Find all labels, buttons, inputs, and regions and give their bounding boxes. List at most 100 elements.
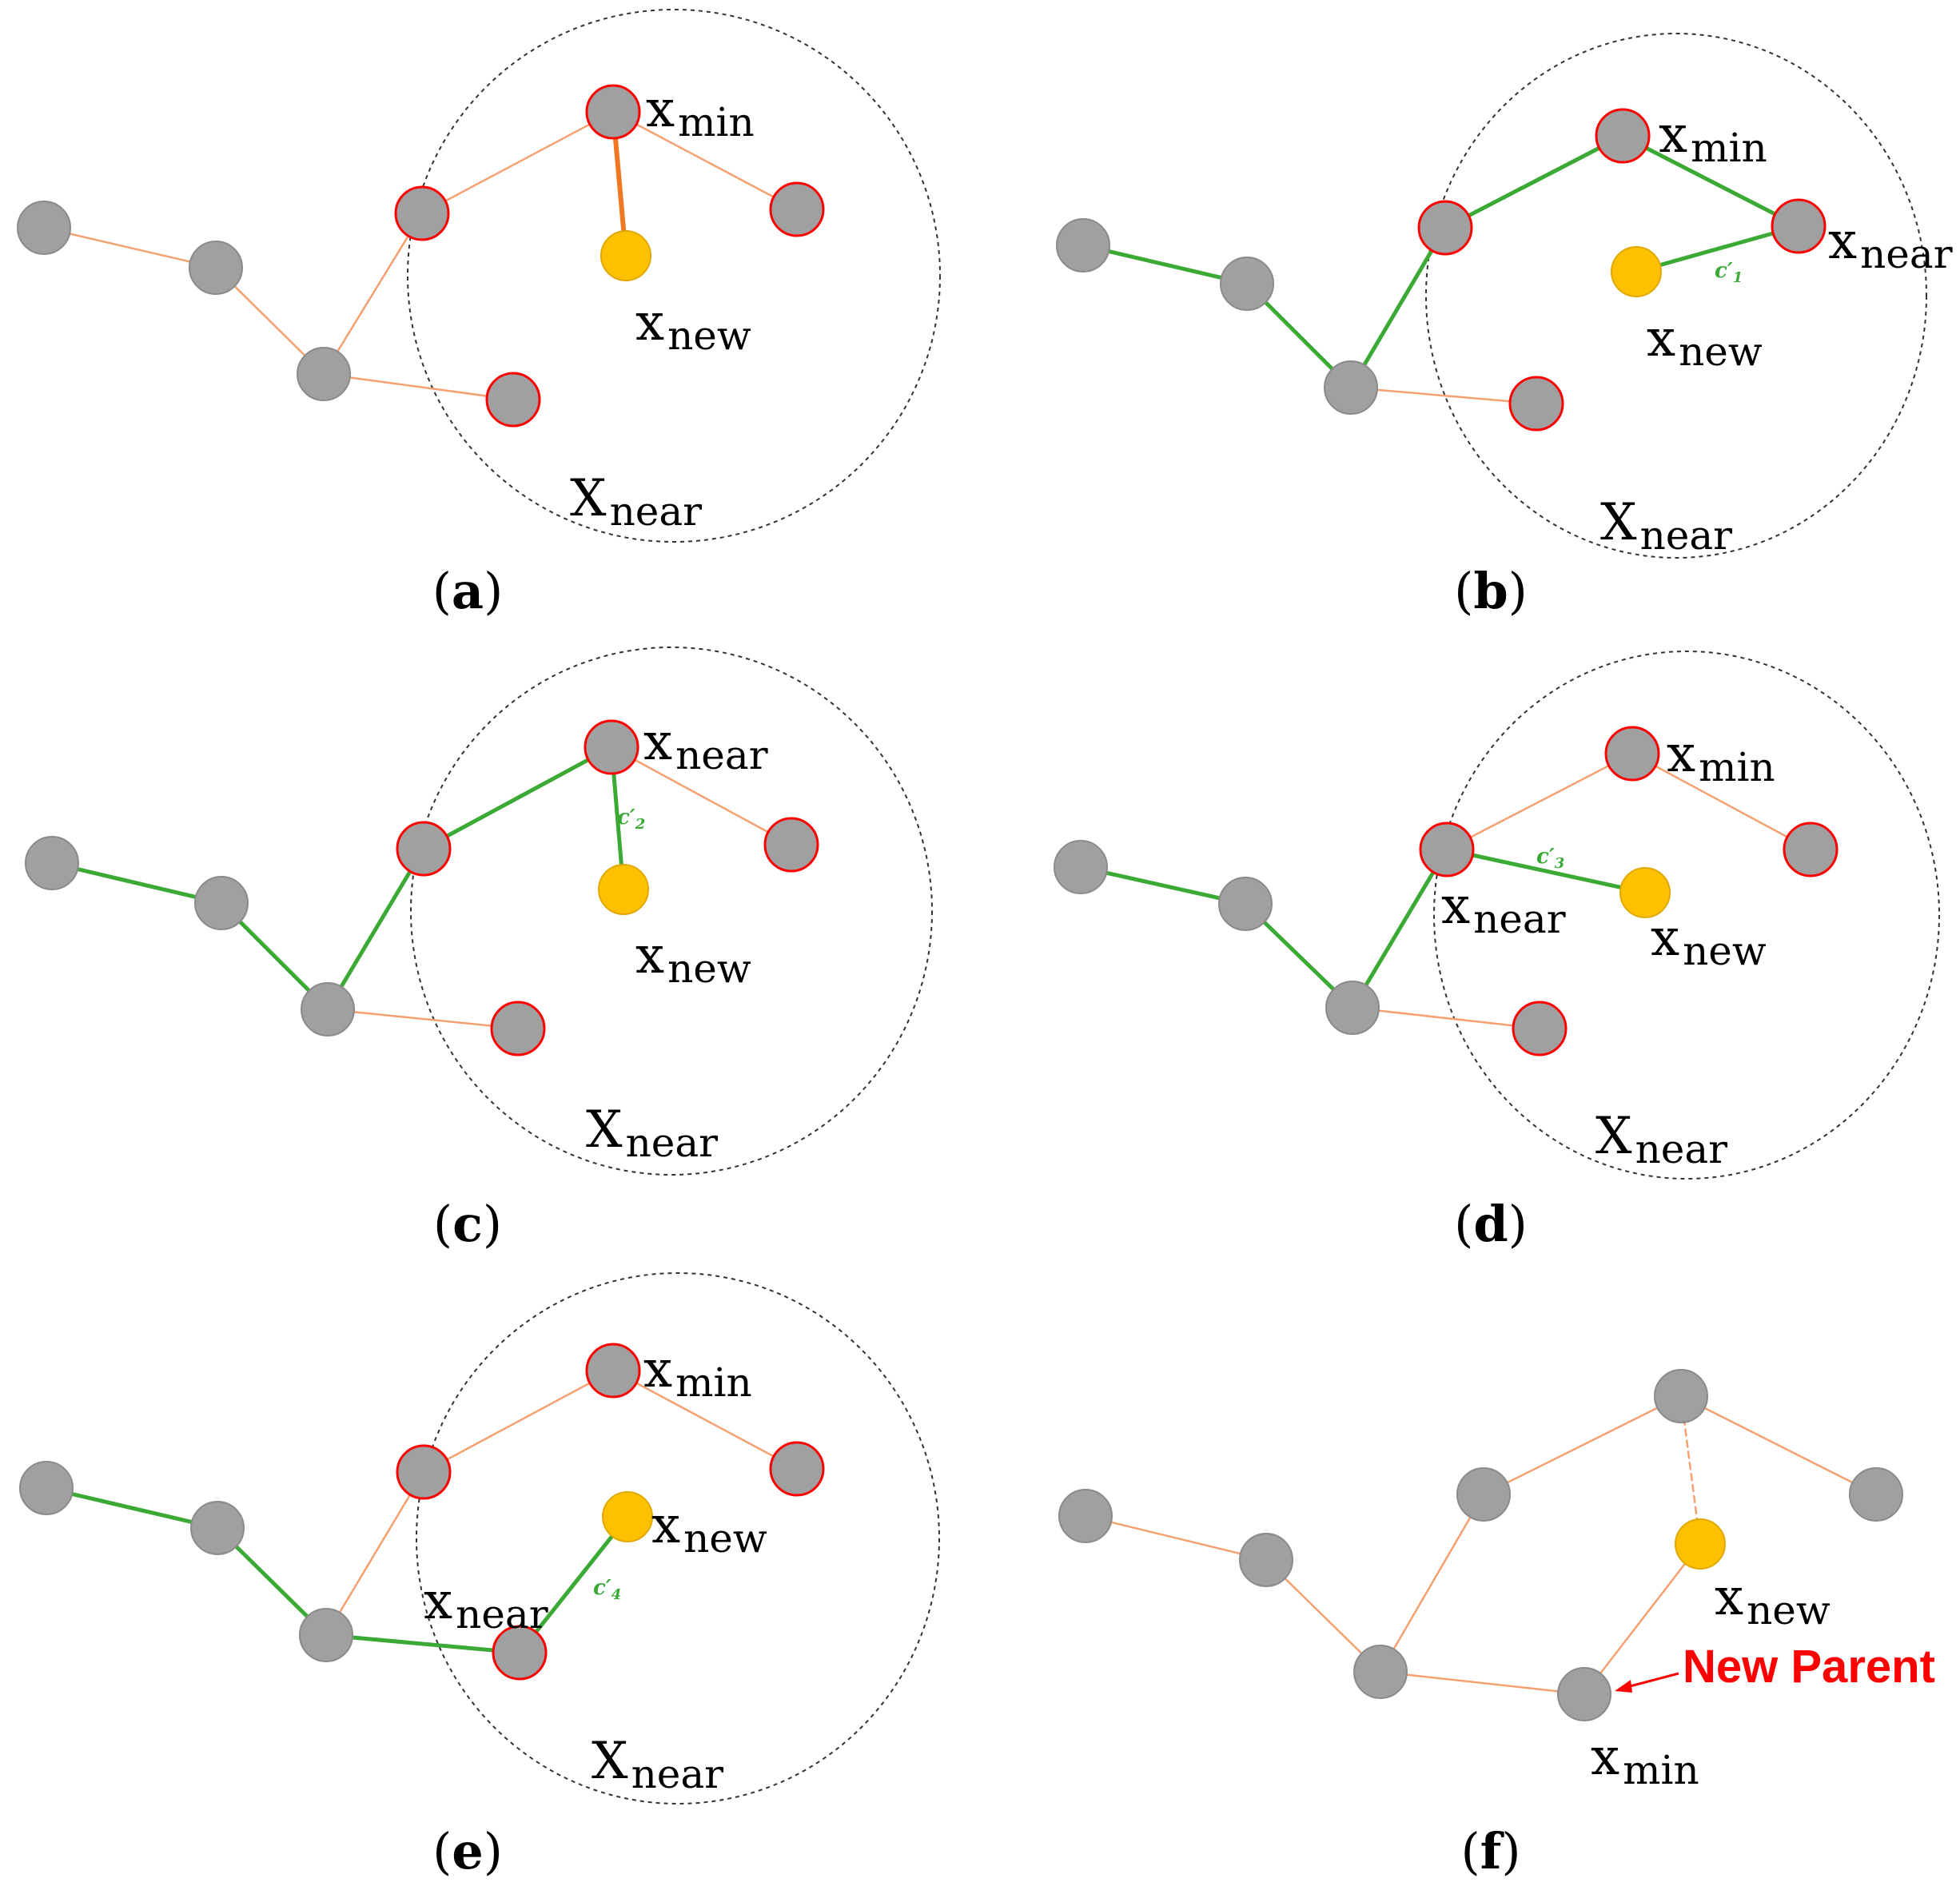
tree-node-c: [301, 982, 355, 1037]
caption-d: (d): [1454, 1195, 1528, 1253]
tree-node-d: [1325, 981, 1380, 1035]
tree-node-b: [1220, 257, 1274, 311]
tree-node-a: [297, 347, 351, 401]
label-x-new-a: xnew: [635, 293, 751, 359]
label-x-new-e: xnew: [651, 1496, 767, 1562]
label-X-near-a: Xnear: [570, 469, 702, 535]
path-edge-e: [517, 1514, 630, 1655]
label-x-new-d: xnew: [1651, 909, 1767, 974]
near-node-b: [1508, 376, 1564, 432]
caption-a: (a): [432, 562, 504, 620]
cost-label-d: c′3: [1536, 845, 1564, 872]
near-node-c: [490, 1001, 546, 1056]
path-edge-d: [1444, 847, 1647, 895]
tree-node-b: [1324, 360, 1378, 415]
caption-c: (c): [432, 1195, 503, 1253]
label-X-near-d: Xnear: [1595, 1107, 1727, 1172]
new-node-f: [1675, 1518, 1726, 1570]
near-node-e: [396, 1444, 452, 1500]
tree-node-b: [1056, 218, 1110, 273]
tree-edge-e: [612, 1369, 799, 1470]
tree-node-c: [25, 836, 79, 890]
cost-label-e: c′4: [593, 1576, 621, 1603]
label-x-min-e: xmin: [643, 1340, 752, 1406]
path-edge-d: [1350, 847, 1449, 1010]
path-edge-b: [1620, 133, 1801, 229]
path-edge-e: [44, 1486, 220, 1530]
label-x-new-c: xnew: [635, 926, 751, 992]
path-edge-b: [1348, 225, 1448, 390]
caption-f: (f): [1460, 1822, 1521, 1880]
label-x-min-b: xmin: [1659, 105, 1767, 171]
tree-node-f: [1849, 1467, 1903, 1522]
near-node-b: [1595, 108, 1651, 164]
label-X-near-c: Xnear: [586, 1100, 718, 1166]
tree-node-a: [189, 241, 243, 295]
tree-edge-f: [1379, 1493, 1485, 1673]
tree-node-e: [19, 1461, 74, 1515]
tree-edge-d: [1351, 1006, 1541, 1030]
tree-edge-c: [610, 746, 793, 846]
tree-node-e: [299, 1608, 353, 1662]
tree-node-f: [1654, 1369, 1708, 1423]
tree-node-f: [1557, 1667, 1611, 1721]
near-node-b: [1771, 198, 1827, 254]
tree-edge-f: [1583, 1542, 1702, 1696]
cost-label-c: c′2: [617, 806, 645, 833]
new-parent-label: New Parent: [1683, 1641, 1935, 1693]
tree-node-a: [17, 201, 71, 255]
tree-edge-f: [1084, 1514, 1268, 1562]
label-X-near-e: Xnear: [592, 1732, 723, 1797]
near-node-a: [585, 84, 641, 140]
label-x-near-b: xnear: [1828, 212, 1953, 277]
path-edge-e: [324, 1633, 522, 1655]
path-edge-b: [1634, 224, 1801, 274]
tree-node-f: [1239, 1533, 1293, 1587]
cost-label-b: c′1: [1715, 259, 1743, 286]
new-node-a: [600, 230, 651, 281]
x-near-region-e: [416, 1272, 940, 1805]
tree-node-e: [190, 1501, 245, 1555]
tree-node-f: [1353, 1645, 1408, 1699]
near-node-a: [769, 181, 825, 237]
tree-node-f: [1456, 1467, 1511, 1522]
near-node-e: [585, 1343, 641, 1399]
tree-node-d: [1054, 840, 1108, 894]
near-node-c: [396, 821, 452, 877]
new-node-b: [1611, 246, 1662, 297]
near-node-a: [485, 372, 541, 428]
tree-edge-f: [1379, 1670, 1586, 1696]
tree-edge-a: [42, 226, 217, 269]
new-parent-arrow-head: [1615, 1680, 1632, 1693]
path-edge-d: [1078, 865, 1248, 906]
near-node-e: [492, 1625, 548, 1681]
label-X-near-b: Xnear: [1600, 493, 1732, 559]
near-node-d: [1419, 822, 1475, 877]
tree-node-f: [1058, 1489, 1113, 1543]
near-node-a: [394, 185, 450, 241]
label-x-min-d: xmin: [1667, 725, 1775, 790]
new-node-d: [1619, 867, 1671, 918]
tree-edge-d: [1631, 752, 1812, 851]
tree-edge-a: [420, 110, 615, 215]
x-near-region-a: [407, 9, 941, 543]
path-edge-b: [1081, 243, 1249, 286]
tree-edge-f: [1482, 1395, 1683, 1496]
tree-edge-c: [326, 1008, 520, 1030]
label-x-new-b: xnew: [1647, 309, 1763, 375]
near-node-d: [1512, 1001, 1568, 1056]
near-node-b: [1417, 200, 1473, 256]
new-node-e: [602, 1491, 653, 1542]
near-node-c: [763, 817, 819, 873]
tree-edge-a: [612, 110, 799, 211]
label-x-near-c: xnear: [643, 713, 768, 778]
label-x-min-a: xmin: [646, 80, 755, 145]
caption-e: (e): [432, 1822, 503, 1880]
label-x-min-f: xmin: [1591, 1728, 1699, 1793]
near-node-c: [584, 719, 639, 775]
tree-node-d: [1218, 877, 1273, 931]
new-node-c: [598, 864, 649, 915]
label-x-new-f: xnew: [1715, 1568, 1831, 1633]
